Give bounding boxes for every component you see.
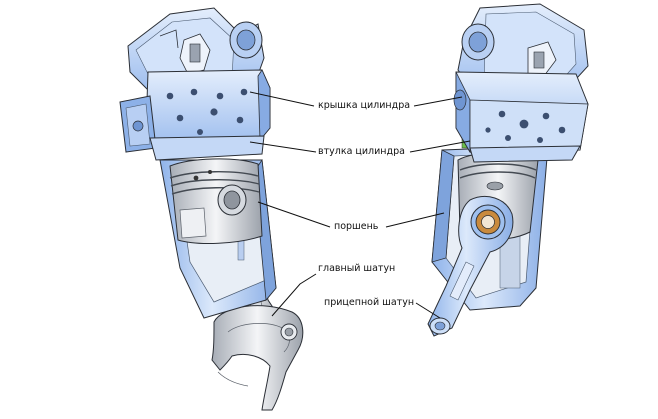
leader-liner-right — [409, 140, 471, 153]
label-articulated-rod: прицепной шатун — [324, 297, 415, 308]
leader-articulated-rod — [415, 302, 441, 319]
left-cylinder-head — [119, 7, 271, 161]
right-cylinder-assembly — [427, 3, 589, 337]
right-cylinder-head — [453, 3, 589, 163]
label-master-rod: главный шатун — [318, 263, 396, 274]
leader-piston-left — [257, 201, 331, 228]
label-cylinder-head: крышка цилиндра — [318, 100, 411, 111]
leader-piston-right — [385, 212, 445, 228]
right-articulated-rod — [427, 196, 514, 337]
left-cylinder-assembly — [119, 7, 304, 411]
label-piston: поршень — [334, 221, 379, 232]
leader-liner-left — [249, 141, 317, 153]
leader-cylinder-head-left — [249, 91, 315, 107]
left-piston — [169, 158, 263, 244]
leader-master-rod — [271, 273, 317, 317]
label-cylinder-liner: втулка цилиндра — [318, 146, 405, 157]
leader-lines — [249, 91, 471, 319]
leader-cylinder-head-right — [413, 96, 463, 107]
